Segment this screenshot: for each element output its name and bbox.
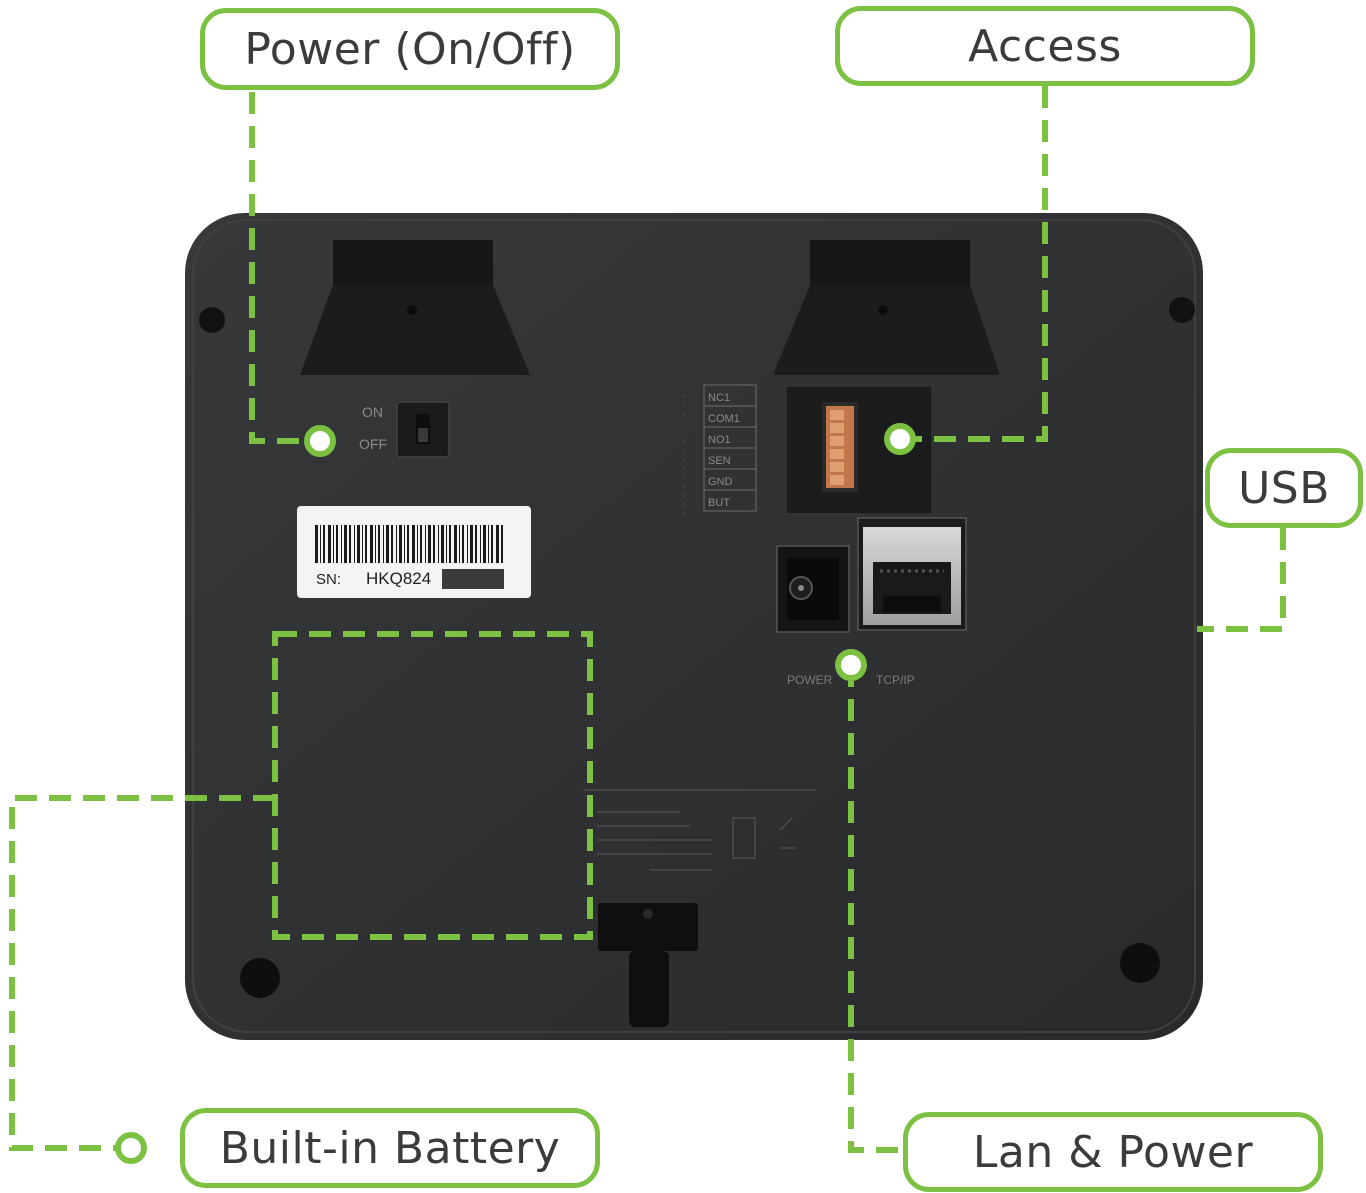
barcode [315,525,503,563]
mounting-hook-right [773,240,1000,375]
terminal-label: SEN [708,455,731,467]
lan-power-callout-label: Lan & Power [972,1126,1254,1178]
battery-callout-label: Built-in Battery [219,1122,561,1174]
terminal-label-table: NC1 COM1 NO1 SEN GND BUT [703,384,757,512]
access-callout: Access [835,6,1255,86]
serial-number: HKQ824 [366,569,431,588]
product-info-print [583,789,815,871]
access-anchor-dot [884,423,916,455]
usb-callout-label: USB [1238,462,1330,514]
screw-hole [240,958,280,998]
terminal-label: GND [708,476,733,488]
terminal-label: NC1 [708,392,730,404]
lan-power-callout: Lan & Power [903,1112,1323,1192]
power-anchor-dot [304,425,336,457]
battery-anchor-dot [115,1132,147,1164]
terminal-label: COM1 [708,413,740,425]
lan-leader-line [848,665,903,1153]
terminal-label: NO1 [708,434,731,446]
serial-prefix: SN: [316,571,341,588]
usb-callout: USB [1205,448,1363,528]
mounting-hook-left [300,240,530,375]
switch-off-label: OFF [359,436,387,452]
serial-sticker: SN: HKQ824 [297,506,531,598]
port-power-label: POWER [787,673,833,687]
access-leader-line [900,86,1048,442]
battery-callout: Built-in Battery [180,1108,600,1188]
ethernet-port [857,517,967,631]
terminal-label: BUT [708,497,730,509]
power-leader-line [249,92,320,444]
power-callout: Power (On/Off) [200,8,620,90]
lan-anchor-dot [835,649,867,681]
dc-power-jack [776,545,850,633]
screw-hole [199,307,225,333]
power-callout-label: Power (On/Off) [244,23,576,75]
battery-region [272,631,593,940]
switch-on-label: ON [362,404,383,420]
battery-leader-line [9,795,275,1151]
screw-hole [1120,943,1160,983]
access-callout-label: Access [968,20,1122,72]
port-tcpip-label: TCP/IP [876,673,915,687]
stand-foot [598,903,698,1027]
usb-leader-line [1197,528,1286,632]
screw-hole [1169,297,1195,323]
